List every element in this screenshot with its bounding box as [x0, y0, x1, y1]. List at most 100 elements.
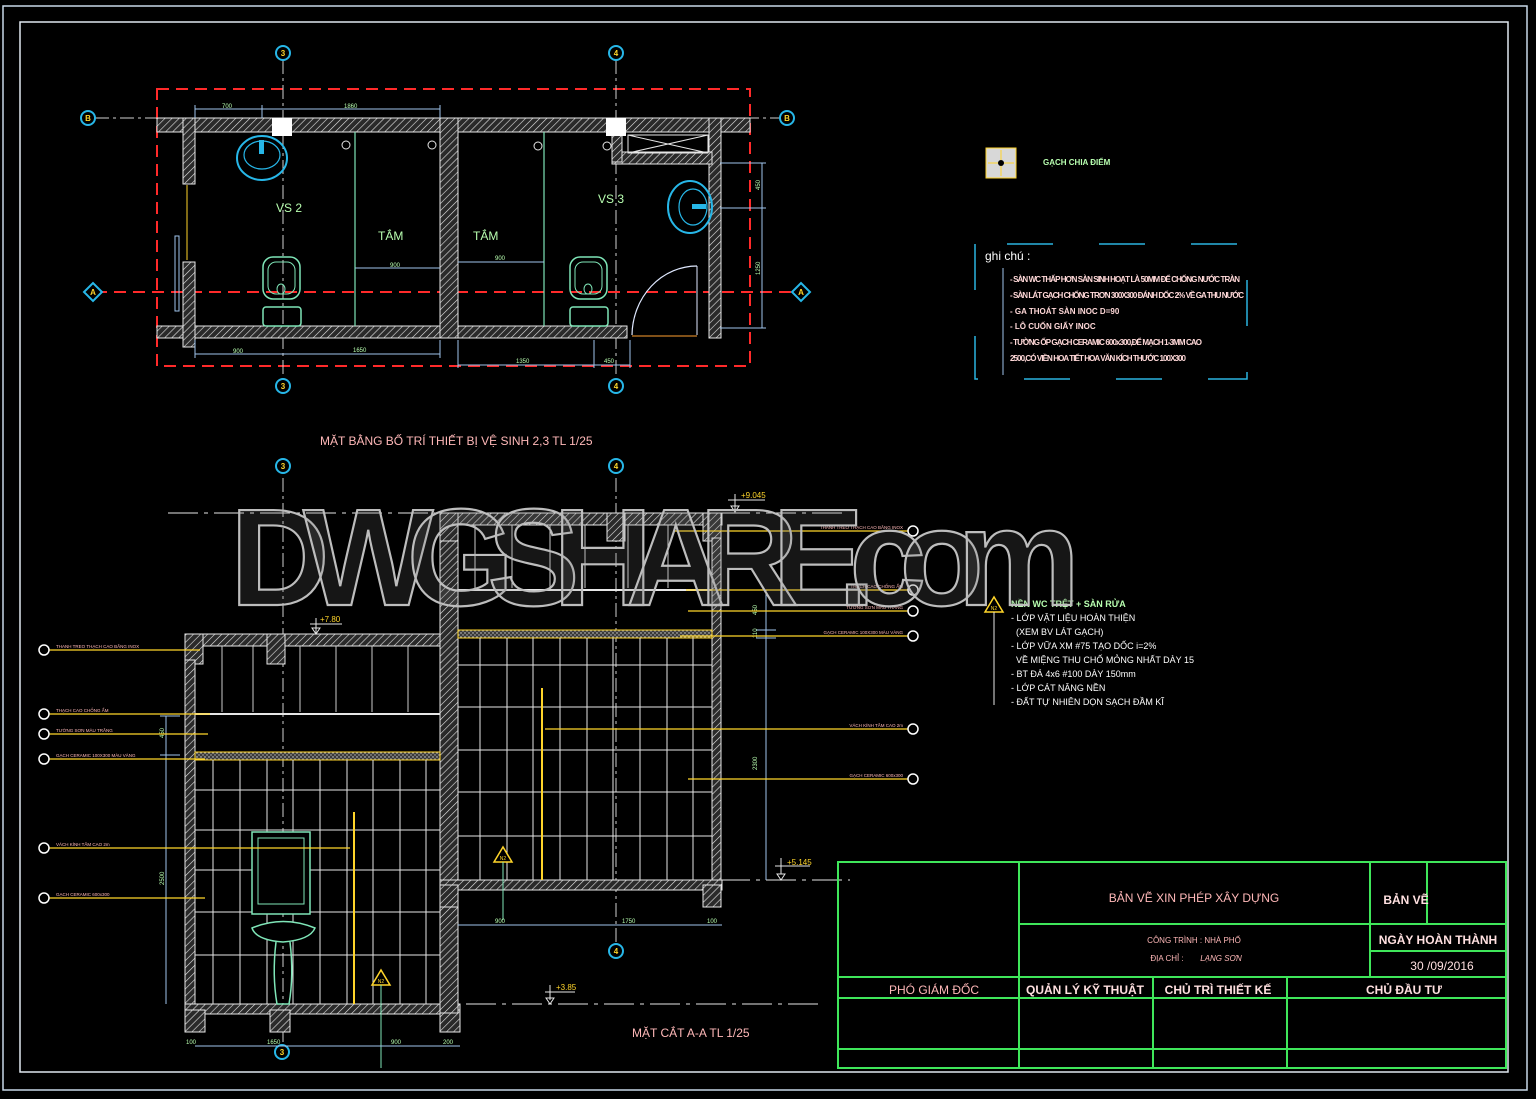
grid-bubble-icon: 3 [274, 1044, 290, 1060]
floor-tag-icon [370, 595, 1005, 1068]
room-label-tam: TẮM [378, 228, 403, 243]
sheet-label: BẢN VẼ [1383, 892, 1428, 907]
svg-text:NỀN WC TRỆT + SÀN RỬA: NỀN WC TRỆT + SÀN RỬA [1011, 598, 1126, 609]
svg-text:3: 3 [281, 462, 286, 471]
svg-text:THANH TREO THẠCH CAO BẰNG INOX: THANH TREO THẠCH CAO BẰNG INOX [56, 642, 139, 649]
basin-icon [251, 920, 316, 1005]
address-label: ĐỊA CHỈ : [1150, 954, 1183, 963]
svg-text:200: 200 [443, 1040, 454, 1046]
grid-bubble-icon: B [779, 110, 795, 126]
notes-title: ghi chú : [985, 249, 1030, 263]
grid-bubble-icon: 3 [275, 378, 291, 394]
level-text: +3.85 [556, 983, 577, 992]
svg-text:A: A [90, 288, 96, 297]
grid-bubble-icon: 4 [608, 378, 624, 394]
level-text: +7.80 [320, 615, 341, 624]
svg-text:- ĐẤT TỰ NHIÊN DỌN SẠCH ĐẦM KĨ: - ĐẤT TỰ NHIÊN DỌN SẠCH ĐẦM KĨ [1011, 697, 1164, 707]
svg-text:900: 900 [391, 1040, 402, 1046]
room-label-vs2: VS 2 [276, 201, 302, 215]
completion-label: NGÀY HOÀN THÀNH [1379, 932, 1497, 947]
svg-text:900: 900 [495, 919, 506, 925]
room-label-tam: TẮM [473, 228, 498, 243]
room-label-vs3: VS 3 [598, 192, 624, 206]
dim-text: 450 [604, 359, 615, 365]
legend-swatch-icon [985, 147, 1017, 179]
sink-icon [667, 180, 713, 234]
svg-text:THẠCH CAO CHỐNG ẨM: THẠCH CAO CHỐNG ẨM [56, 707, 109, 713]
section-marker-icon: A [82, 281, 104, 303]
mirror-icon [251, 831, 311, 915]
svg-text:(XEM BV LÁT GẠCH): (XEM BV LÁT GẠCH) [1011, 627, 1103, 637]
dim-text: 1650 [353, 348, 367, 354]
dim-text: 450 [756, 179, 762, 190]
svg-text:2500: 2500 [160, 871, 166, 885]
watermark-text: DWGSHARE.com [230, 481, 1080, 635]
svg-text:THANH TREO THẠCH CAO BẰNG INOX: THANH TREO THẠCH CAO BẰNG INOX [820, 523, 903, 530]
section-drawing: N2 N2 N2 +9.045 +7.80 +5.145 +3.85 450 2… [38, 478, 1005, 1068]
grid-bubble-icon: 3 [275, 458, 291, 474]
svg-text:110: 110 [753, 628, 759, 638]
svg-text:1650: 1650 [267, 1040, 281, 1046]
role-label: CHỦ ĐẦU TƯ [1366, 982, 1442, 997]
grid-bubble-icon: 3 [275, 45, 291, 61]
svg-text:4: 4 [614, 947, 619, 956]
level-text: +5.145 [787, 858, 812, 867]
svg-text:4: 4 [614, 49, 619, 58]
svg-text:- LỚP VỮA XM #75 TẠO DỐC i=2%: - LỚP VỮA XM #75 TẠO DỐC i=2% [1011, 640, 1156, 651]
svg-text:- SÀN LÁT GẠCH CHỐNG TRƠN 300X: - SÀN LÁT GẠCH CHỐNG TRƠN 300X300 ĐÁNH D… [1010, 290, 1244, 300]
svg-text:4: 4 [614, 382, 619, 391]
completion-date: 30 /09/2016 [1410, 959, 1474, 973]
svg-text:100: 100 [707, 919, 718, 925]
dim-text: 900 [390, 263, 401, 269]
plan-title: MẶT BẰNG BỐ TRÍ THIẾT BỊ VỆ SINH 2,3 TL … [320, 433, 593, 448]
grid-bubble-icon: 4 [608, 943, 624, 959]
legend-label: GẠCH CHIA ĐIỂM [1043, 158, 1111, 167]
section-title: MẶT CẮT A-A TL 1/25 [632, 1025, 750, 1040]
level-text: +9.045 [741, 491, 766, 500]
svg-text:- LỚP CÁT NÂNG NỀN: - LỚP CÁT NÂNG NỀN [1011, 683, 1105, 693]
svg-text:2300: 2300 [753, 756, 759, 770]
svg-text:VỀ MIỆNG THU CHỐ MỎNG NHẤT DÀY: VỀ MIỆNG THU CHỐ MỎNG NHẤT DÀY 15 [1011, 654, 1194, 665]
svg-text:VÁCH KÍNH TẮM CAO 2m: VÁCH KÍNH TẮM CAO 2m [56, 840, 110, 847]
svg-text:450: 450 [753, 604, 759, 615]
svg-text:3: 3 [281, 49, 286, 58]
grid-bubble-icon: 4 [608, 458, 624, 474]
svg-text:N2: N2 [378, 979, 385, 985]
grid-bubble-icon: 4 [608, 45, 624, 61]
grid-bubbles: 3 4 3 4 B B A A 3 4 4 3 [80, 45, 812, 1060]
svg-text:B: B [85, 114, 91, 123]
svg-text:450: 450 [160, 727, 166, 738]
drawing-title: BẢN VẼ XIN PHÉP XÂY DỰNG [1109, 890, 1280, 905]
title-block [837, 861, 1507, 1069]
role-label: CHỦ TRÌ THIẾT KẾ [1165, 982, 1272, 997]
svg-text:N2: N2 [500, 856, 507, 862]
section-marker-icon: A [790, 281, 812, 303]
svg-text:A: A [798, 288, 804, 297]
svg-text:N2: N2 [991, 606, 998, 612]
svg-text:GẠCH CERAMIC 600x300: GẠCH CERAMIC 600x300 [56, 892, 110, 897]
svg-text:- SÀN WC THẤP HƠN SÀN SINH HOẠ: - SÀN WC THẤP HƠN SÀN SINH HOẠT LÀ 50MM … [1010, 274, 1240, 284]
sink-icon [236, 135, 288, 181]
svg-text:100: 100 [186, 1040, 197, 1046]
svg-text:- BT ĐÁ 4x6 #100 DÀY 150mm: - BT ĐÁ 4x6 #100 DÀY 150mm [1011, 669, 1136, 679]
svg-text:1750: 1750 [622, 919, 636, 925]
toilet-icon [569, 256, 609, 327]
dim-text: 1860 [344, 104, 358, 110]
dim-text: 900 [495, 256, 506, 262]
project-name: CÔNG TRÌNH : NHÀ PHỐ [1147, 935, 1241, 945]
floor-spec: NỀN WC TRỆT + SÀN RỬA - LỚP VẬT LIỆU HOÀ… [1011, 598, 1194, 707]
svg-text:3: 3 [281, 382, 286, 391]
dim-text: 1250 [756, 261, 762, 275]
grid-bubble-icon: B [80, 110, 96, 126]
role-label: PHÓ GIÁM ĐỐC [889, 982, 979, 997]
svg-text:B: B [784, 114, 790, 123]
svg-text:2500,CÓ VIỀN HOA TIẾT HOA VĂN: 2500,CÓ VIỀN HOA TIẾT HOA VĂN KÍCH THƯỚC… [1010, 353, 1187, 363]
svg-text:GẠCH CERAMIC 100X300 MÀU VÀNG: GẠCH CERAMIC 100X300 MÀU VÀNG [56, 752, 136, 758]
address-value: LẠNG SƠN [1200, 954, 1242, 963]
svg-text:- LÔ CUỐN GIẤY INOC: - LÔ CUỐN GIẤY INOC [1010, 321, 1096, 331]
dim-text: 700 [222, 104, 233, 110]
sheet-border [2, 5, 1528, 1091]
svg-text:VÁCH KÍNH TẮM CAO 2m: VÁCH KÍNH TẮM CAO 2m [849, 721, 903, 728]
toilet-icon [262, 256, 302, 327]
